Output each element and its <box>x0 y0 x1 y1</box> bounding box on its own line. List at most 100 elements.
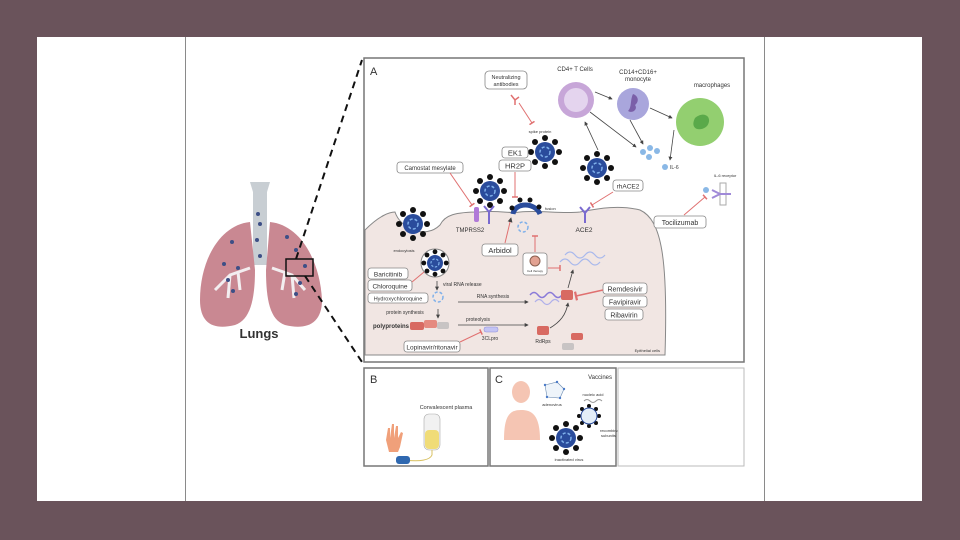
hydroxychloroquine-box <box>367 292 429 304</box>
panel-a: A Epithelial cells CD4+ T Cells CD14+CD1… <box>363 57 745 363</box>
polyproteins-label: polyproteins <box>373 324 410 330</box>
neutralizing-label-2: antibodies <box>493 82 518 88</box>
3clpro-label: 3CLpro <box>482 336 499 342</box>
panel-empty <box>617 367 745 467</box>
neutralizing-antibodies-box <box>484 70 528 90</box>
baricitinib-box <box>367 267 409 280</box>
arbidol-box <box>481 243 519 257</box>
epithelial-label: Epithelial cells <box>635 348 660 353</box>
proteolysis-label: proteolysis <box>466 317 490 323</box>
inactivated-virus-icon <box>548 420 584 456</box>
recombinant-label-2: subunits <box>601 433 616 438</box>
human-silhouette <box>504 381 540 440</box>
il6-molecules <box>640 145 668 170</box>
rdrp-complex <box>561 290 573 300</box>
adenovirus-icon <box>543 380 566 400</box>
rhace2-label: rhACE2 <box>617 184 640 191</box>
nucleic-acid-icon <box>583 399 603 403</box>
viral-rna-release-label: viral RNA release <box>443 282 482 288</box>
tmprss2-label: TMPRSS2 <box>456 228 485 234</box>
il6-label: IL-6 <box>670 165 679 171</box>
cell-therapy-label: Cell therapy <box>527 269 544 273</box>
endosome <box>420 248 450 278</box>
camostat-label: Camostat mesylate <box>404 166 456 172</box>
lungs-label: Lungs <box>240 326 279 341</box>
fusion-label: fusion <box>545 206 556 211</box>
released-rna <box>517 221 529 233</box>
ribavirin-label: Ribavirin <box>610 313 637 320</box>
vaccines-title: Vaccines <box>588 375 612 381</box>
panel-a-letter: A <box>370 66 378 78</box>
hand-icon <box>386 424 410 464</box>
spike-protein-label: spike protein <box>529 129 552 134</box>
il6-receptor <box>703 182 731 206</box>
monocyte-label-1: CD14+CD16+ <box>619 70 657 76</box>
ek1-box <box>501 146 529 159</box>
rdrps-label: RdRps <box>535 339 551 345</box>
virus-tmprss2 <box>472 173 508 209</box>
rna-strand-1 <box>559 258 601 266</box>
slide-divider-left <box>185 37 186 501</box>
antibody-icon <box>510 94 520 105</box>
ace2-receptor-2 <box>579 206 591 223</box>
recombinant-label-1: recombinant <box>600 428 623 433</box>
polyprotein-blocks <box>410 320 449 330</box>
arbidol-label: Arbidol <box>488 246 512 255</box>
endocytosis-label: endocytosis <box>393 248 414 253</box>
virus-free-1 <box>527 134 563 170</box>
ace2-receptor-1 <box>483 205 495 224</box>
panel-c: C Vaccines adenovirus nucleic acid recom… <box>489 367 623 467</box>
panel-b-letter: B <box>370 374 377 386</box>
slide-divider-right <box>764 37 765 501</box>
right-lung <box>266 222 322 327</box>
lopinavir-box <box>403 340 461 353</box>
zoom-line-top <box>295 59 363 260</box>
cd4-label: CD4+ T Cells <box>557 67 593 73</box>
ace2-label: ACE2 <box>576 227 593 234</box>
neutralizing-label-1: Neutralizing <box>491 75 520 81</box>
nucleic-acid-label: nucleic acid <box>583 392 604 397</box>
remdesivir-box <box>602 282 648 295</box>
rna-strand-2 <box>529 291 563 299</box>
convalescent-plasma-label: Convalescent plasma <box>420 405 474 411</box>
panel-c-letter: C <box>495 374 503 386</box>
panel-b: B Convalescent plasma <box>363 367 489 467</box>
camostat-box <box>396 161 464 174</box>
tocilizumab-box <box>653 215 707 229</box>
protein-synthesis-label: protein synthesis <box>386 310 424 316</box>
virus-endocytosis <box>395 206 431 242</box>
recombinant-subunits-icon <box>577 404 601 428</box>
hr2p-label: HR2P <box>505 162 525 171</box>
favipiravir-box <box>602 295 648 308</box>
chloroquine-label: Chloroquine <box>372 284 407 291</box>
favipiravir-label: Favipiravir <box>609 300 642 307</box>
virus-free-2 <box>579 150 615 186</box>
3clpro-enzyme <box>483 326 499 333</box>
tocilizumab-label: Tocilizumab <box>662 220 699 227</box>
rna-synthesis-label: RNA synthesis <box>477 294 510 300</box>
iv-bag-icon <box>404 413 441 462</box>
il6-receptor-label: IL-6 receptor <box>714 173 737 178</box>
hydroxychloroquine-label: Hydroxychloroquine <box>374 297 423 303</box>
lopinavir-label: Lopinavir/ritonavir <box>406 345 458 352</box>
remdesivir-label: Remdesivir <box>607 287 643 294</box>
ek1-label: EK1 <box>508 149 522 158</box>
inactivated-virus-label: inactivated virus <box>555 457 584 462</box>
adenovirus-label: adenovirus <box>542 402 562 407</box>
rdrp-protein <box>537 326 549 335</box>
macrophages-label: macrophages <box>694 83 730 89</box>
zoom-region-box <box>285 258 314 277</box>
lungs-illustration: Lungs <box>200 182 322 341</box>
fusion-virus <box>510 202 543 216</box>
monocyte-label-2: monocyte <box>625 77 652 83</box>
viral-rna <box>432 291 444 303</box>
tmprss2-receptor <box>474 207 479 222</box>
zoom-line-bottom <box>304 275 363 363</box>
left-lung <box>200 222 255 327</box>
hr2p-box <box>498 159 532 172</box>
baricitinib-label: Baricitinib <box>374 272 403 279</box>
rhace2-box <box>612 179 644 192</box>
chloroquine-box <box>367 279 413 292</box>
ribavirin-box <box>604 308 644 321</box>
